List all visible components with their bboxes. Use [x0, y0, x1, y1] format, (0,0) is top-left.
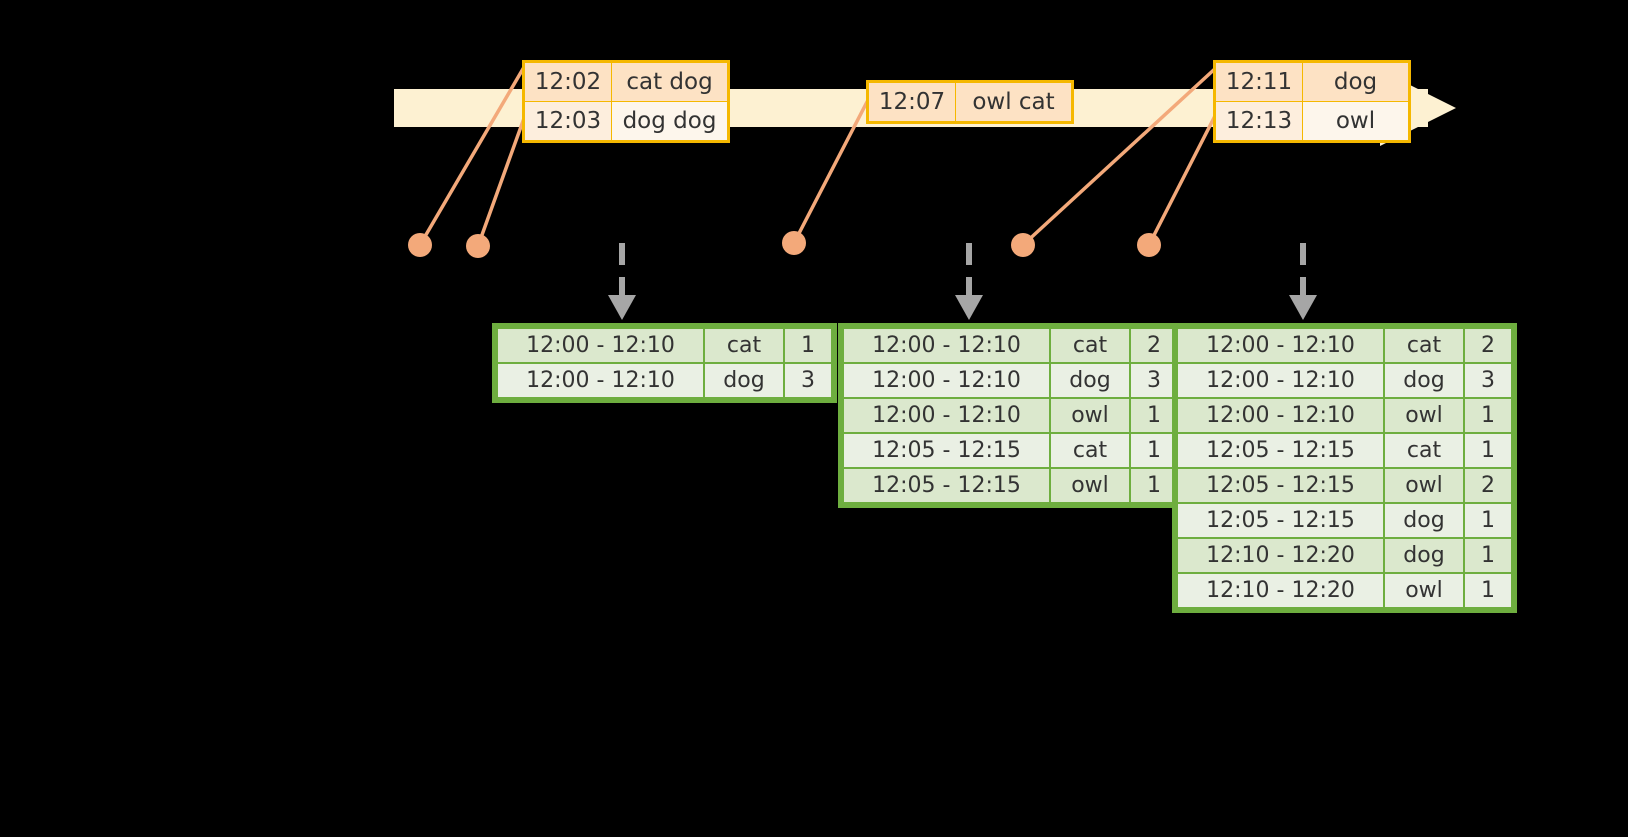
event-box-group-2[interactable]: 12:07 owl cat	[866, 80, 1074, 124]
event-value: cat dog	[611, 61, 729, 102]
cell-count: 1	[785, 329, 831, 362]
cell-window: 12:00 - 12:10	[1178, 329, 1383, 362]
cell-word: owl	[1385, 469, 1463, 502]
event-row[interactable]: 12:03 dog dog	[523, 101, 729, 142]
cell-window: 12:00 - 12:10	[844, 329, 1049, 362]
connector-dots	[408, 231, 1161, 258]
cell-count: 3	[1465, 364, 1511, 397]
cell-word: dog	[705, 364, 783, 397]
cell-window: 12:00 - 12:10	[1178, 364, 1383, 397]
cell-window: 12:05 - 12:15	[844, 469, 1049, 502]
cell-word: dog	[1385, 504, 1463, 537]
connector-dot-4	[1011, 233, 1035, 257]
cell-count: 1	[1465, 399, 1511, 432]
event-time: 12:11	[1214, 61, 1303, 102]
cell-word: cat	[1051, 434, 1129, 467]
event-time: 12:07	[867, 81, 956, 123]
connector-dot-1	[408, 233, 432, 257]
emit-arrow-heads	[608, 295, 1317, 320]
cell-word: cat	[1385, 329, 1463, 362]
cell-word: owl	[1051, 469, 1129, 502]
event-row[interactable]: 12:02 cat dog	[523, 61, 729, 102]
cell-window: 12:05 - 12:15	[844, 434, 1049, 467]
event-row[interactable]: 12:11 dog	[1214, 61, 1410, 102]
cell-window: 12:00 - 12:10	[1178, 399, 1383, 432]
cell-word: owl	[1385, 399, 1463, 432]
emit-arrows	[619, 243, 1306, 297]
cell-count: 1	[1131, 399, 1177, 432]
event-value: dog	[1302, 61, 1410, 102]
cell-window: 12:05 - 12:15	[1178, 434, 1383, 467]
cell-word: dog	[1385, 364, 1463, 397]
cell-count: 2	[1465, 469, 1511, 502]
cell-window: 12:00 - 12:10	[498, 329, 703, 362]
event-time: 12:02	[523, 61, 612, 102]
cell-count: 1	[1465, 574, 1511, 607]
cell-word: cat	[705, 329, 783, 362]
cell-window: 12:10 - 12:20	[1178, 574, 1383, 607]
cell-count: 1	[1465, 504, 1511, 537]
connector-dot-3	[782, 231, 806, 255]
cell-window: 12:00 - 12:10	[844, 364, 1049, 397]
event-value: owl	[1302, 101, 1410, 142]
event-time: 12:13	[1214, 101, 1303, 142]
cell-word: dog	[1051, 364, 1129, 397]
connector-dot-5	[1137, 233, 1161, 257]
cell-count: 1	[1465, 539, 1511, 572]
event-box-group-1[interactable]: 12:02 cat dog 12:03 dog dog	[522, 60, 730, 143]
cell-window: 12:05 - 12:15	[1178, 469, 1383, 502]
cell-window: 12:00 - 12:10	[498, 364, 703, 397]
cell-word: cat	[1051, 329, 1129, 362]
cell-count: 2	[1465, 329, 1511, 362]
cell-window: 12:05 - 12:15	[1178, 504, 1383, 537]
cell-window: 12:00 - 12:10	[844, 399, 1049, 432]
cell-count: 2	[1131, 329, 1177, 362]
cell-count: 1	[1131, 469, 1177, 502]
event-value: owl cat	[955, 81, 1073, 123]
connector-dot-2	[466, 234, 490, 258]
cell-window: 12:10 - 12:20	[1178, 539, 1383, 572]
cell-word: owl	[1385, 574, 1463, 607]
event-box-group-3[interactable]: 12:11 dog 12:13 owl	[1213, 60, 1411, 143]
cell-count: 3	[1131, 364, 1177, 397]
cell-word: cat	[1385, 434, 1463, 467]
event-row[interactable]: 12:13 owl	[1214, 101, 1410, 142]
cell-word: dog	[1385, 539, 1463, 572]
cell-count: 1	[1465, 434, 1511, 467]
cell-word: owl	[1051, 399, 1129, 432]
cell-count: 1	[1131, 434, 1177, 467]
event-time: 12:03	[523, 101, 612, 142]
event-row[interactable]: 12:07 owl cat	[867, 81, 1073, 123]
event-value: dog dog	[611, 101, 729, 142]
cell-count: 3	[785, 364, 831, 397]
